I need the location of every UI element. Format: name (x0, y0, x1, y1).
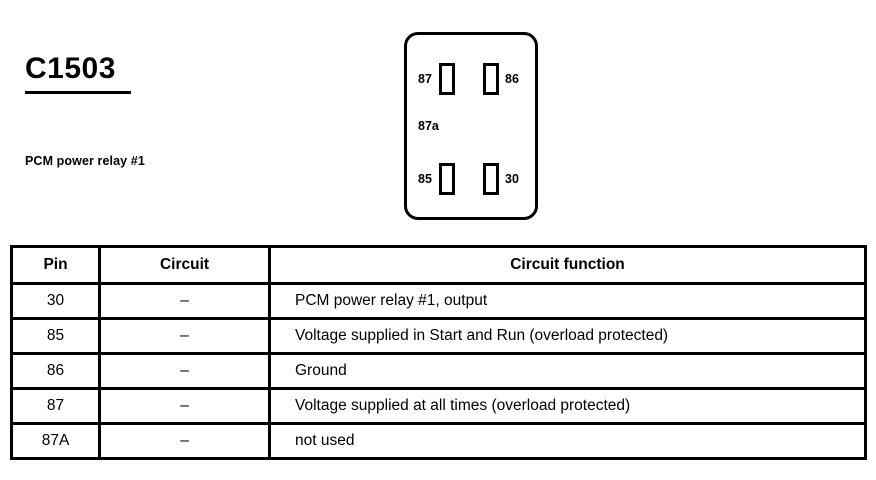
table-row: 86 – Ground (10, 352, 867, 390)
relay-connector-diagram: 87 86 87a 85 30 (404, 32, 538, 220)
cell-circuit: – (98, 352, 271, 390)
cell-function: Voltage supplied at all times (overload … (268, 387, 867, 425)
cell-function: Ground (268, 352, 867, 390)
column-header-circuit-function: Circuit function (268, 245, 867, 285)
cell-pin: 85 (10, 317, 101, 355)
column-header-pin: Pin (10, 245, 101, 285)
pin-label-86: 86 (505, 72, 519, 86)
cell-function: PCM power relay #1, output (268, 282, 867, 320)
pin-slot-30 (483, 163, 499, 195)
pinout-table: Pin Circuit Circuit function 30 – PCM po… (10, 245, 867, 460)
table-row: 30 – PCM power relay #1, output (10, 282, 867, 320)
cell-circuit: – (98, 422, 271, 460)
pin-label-87a: 87a (418, 119, 439, 133)
cell-pin: 86 (10, 352, 101, 390)
pin-slot-85 (439, 163, 455, 195)
cell-pin: 87 (10, 387, 101, 425)
cell-circuit: – (98, 387, 271, 425)
cell-pin: 30 (10, 282, 101, 320)
table-row: 87 – Voltage supplied at all times (over… (10, 387, 867, 425)
cell-function: Voltage supplied in Start and Run (overl… (268, 317, 867, 355)
pin-slot-86 (483, 63, 499, 95)
connector-description: PCM power relay #1 (25, 154, 145, 168)
title-underline (25, 91, 131, 94)
table-row: 85 – Voltage supplied in Start and Run (… (10, 317, 867, 355)
table-row: 87A – not used (10, 422, 867, 460)
cell-pin: 87A (10, 422, 101, 460)
pin-slot-87 (439, 63, 455, 95)
table-header-row: Pin Circuit Circuit function (10, 245, 867, 285)
pin-label-87: 87 (418, 72, 432, 86)
cell-circuit: – (98, 317, 271, 355)
cell-circuit: – (98, 282, 271, 320)
cell-function: not used (268, 422, 867, 460)
pin-label-85: 85 (418, 172, 432, 186)
pin-label-30: 30 (505, 172, 519, 186)
column-header-circuit: Circuit (98, 245, 271, 285)
page-title: C1503 (25, 52, 116, 85)
relay-body-outline (404, 32, 538, 220)
